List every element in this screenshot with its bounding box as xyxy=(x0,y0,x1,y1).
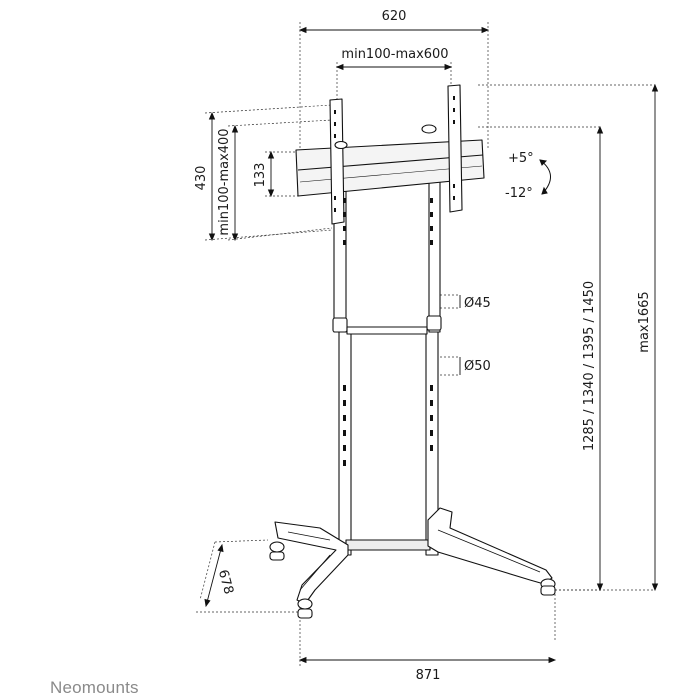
right-vesa-arm xyxy=(447,84,463,213)
vesa-height-label: min100-max400 xyxy=(217,128,232,235)
left-lower-pole xyxy=(338,329,352,556)
vesa-width-label: min100-max600 xyxy=(341,47,448,62)
screen-center-heights-label: 1285 / 1340 / 1395 / 1450 xyxy=(582,281,597,451)
lower-pole-diameter-label: Ø50 xyxy=(464,359,491,374)
stand-outline xyxy=(269,84,556,619)
upper-pole-diameter-label: Ø45 xyxy=(464,296,491,311)
left-base-leg xyxy=(274,521,349,605)
base-depth-label: 678 xyxy=(215,568,236,596)
rail-height-label: 133 xyxy=(253,163,268,188)
overall-width-label: 620 xyxy=(382,9,407,24)
left-vesa-arm xyxy=(329,98,345,225)
base-width-label: 871 xyxy=(416,668,441,683)
right-base-leg xyxy=(427,507,553,585)
dimension-lines xyxy=(204,26,659,664)
height-adjustment-holes xyxy=(343,198,433,466)
caster-wheels xyxy=(269,541,556,619)
bracket-height-label: 430 xyxy=(194,166,209,191)
brand-logo-text: Neomounts xyxy=(50,678,139,697)
tilt-arc-icon xyxy=(539,159,551,195)
base-crossbar xyxy=(345,539,431,551)
max-height-label: max1665 xyxy=(637,291,652,352)
vesa-arm-holes xyxy=(334,96,455,212)
tilt-down-label: -12° xyxy=(505,186,533,201)
tilt-up-label: +5° xyxy=(508,151,534,166)
cross-bar xyxy=(346,326,428,335)
